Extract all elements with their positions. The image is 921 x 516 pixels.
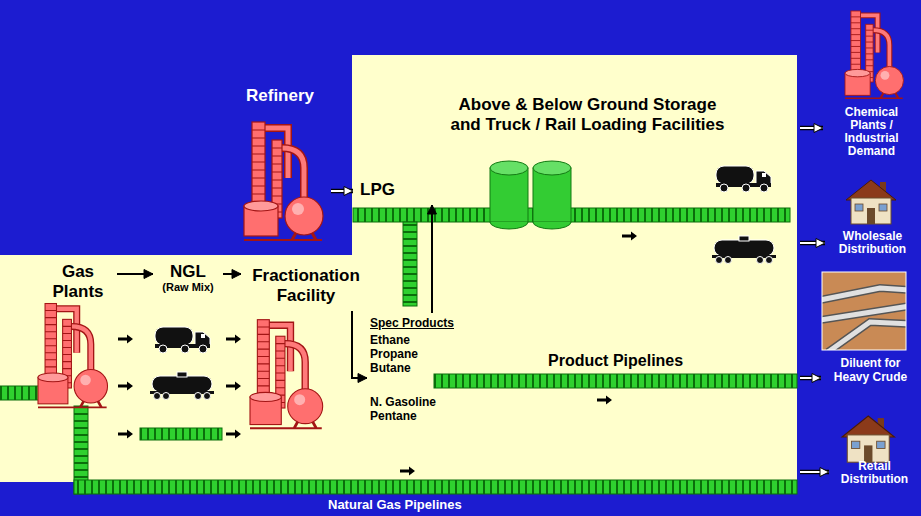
- flow-arrow: [117, 270, 153, 279]
- ngl-node: NGL(Raw Mix): [156, 262, 220, 300]
- node-label: Diluent for Heavy Crude: [824, 356, 917, 384]
- house-icon: [842, 416, 895, 462]
- flow-arrow: [352, 311, 367, 383]
- arrow-head: [820, 468, 829, 477]
- lpg-node: LPG: [356, 180, 440, 202]
- node-label: Chemical Plants / Industrial Demand: [826, 106, 917, 158]
- destination-node: Chemical Plants / Industrial Demand: [826, 106, 917, 160]
- destination-node: Retail Distribution: [832, 460, 917, 488]
- node-label: NGL: [156, 262, 220, 281]
- storage-tank: [490, 161, 528, 229]
- flow-arrow: [800, 124, 823, 133]
- flow-arrow: [800, 374, 821, 383]
- process-area: [0, 55, 797, 482]
- node-label: LPG: [360, 180, 440, 200]
- refinery-icon: [244, 122, 323, 240]
- chemical-plant-icon: [845, 11, 903, 98]
- flow-arrow-icon: [118, 382, 133, 391]
- flow-arrow: [800, 468, 829, 477]
- refinery-node: Refinery: [232, 86, 328, 250]
- flow-arrow: [331, 187, 353, 196]
- pipeline-node: Product Pipelines: [484, 352, 797, 392]
- arrow-head: [232, 270, 241, 279]
- flow-arrow-icon: [118, 430, 133, 439]
- arrow-head: [812, 374, 821, 383]
- arrow-head: [816, 239, 825, 248]
- flow-arrow-icon: [118, 335, 133, 344]
- truck-icon: [716, 166, 771, 192]
- arrow-head: [428, 205, 437, 214]
- house-icon: [846, 180, 896, 224]
- pipeline-node: Natural Gas Pipelines: [70, 468, 797, 514]
- node-label: Natural Gas Pipelines: [328, 497, 797, 512]
- spec-products-node: Spec ProductsEthane Propane Butane N. Gas…: [370, 316, 470, 436]
- rail-car-icon: [150, 372, 214, 400]
- arrow-head: [144, 270, 153, 279]
- product-pipe: [434, 374, 797, 388]
- pipeline-photo: [820, 272, 910, 352]
- flow-arrow-icon: [622, 232, 637, 241]
- node-label: Fractionation Facility: [244, 266, 368, 306]
- node-label: Refinery: [232, 86, 328, 106]
- arrow-head: [814, 124, 823, 133]
- fractionation-icon: [250, 320, 323, 429]
- arrow-shaft: [352, 311, 367, 378]
- fractionation-node: Fractionation Facility: [244, 266, 368, 308]
- flow-arrow: [223, 270, 241, 279]
- node-detail: N. Gasoline Pentane: [370, 395, 450, 423]
- node-label: Gas Plants: [42, 262, 114, 302]
- flow-arrow: [428, 205, 437, 313]
- flow-arrow-icon: [226, 430, 241, 439]
- inlet-pipe: [0, 386, 42, 400]
- gas-plant-icon: [38, 304, 108, 408]
- flow-arrow: [800, 239, 825, 248]
- ngl-pipe: [140, 428, 222, 440]
- arrow-head: [358, 374, 367, 383]
- arrow-shaft: [431, 205, 433, 313]
- node-detail: (Raw Mix): [156, 281, 220, 294]
- node-label: Above & Below Ground Storage and Truck /…: [445, 95, 730, 135]
- flow-arrow-icon: [226, 382, 241, 391]
- natural-gas-pipe: [74, 480, 797, 494]
- gas-plant-node: Gas Plants: [42, 262, 114, 412]
- node-label: Wholesale Distribution: [828, 230, 917, 256]
- storage-node: Above & Below Ground Storage and Truck /…: [445, 95, 797, 255]
- lpg-riser-pipe: [403, 222, 417, 306]
- flow-arrow-icon: [400, 467, 415, 476]
- destination-node: Wholesale Distribution: [828, 230, 917, 258]
- node-detail: Ethane Propane Butane: [370, 333, 430, 375]
- node-label: Spec Products: [370, 316, 470, 330]
- flow-arrow-icon: [597, 396, 612, 405]
- node-label: Product Pipelines: [548, 352, 797, 370]
- destination-node: Diluent for Heavy Crude: [824, 356, 917, 386]
- rail-car-icon: [712, 236, 776, 264]
- node-label: Retail Distribution: [832, 460, 917, 486]
- flow-arrow-icon: [226, 335, 241, 344]
- storage-tank: [533, 161, 571, 229]
- arrow-head: [344, 187, 353, 196]
- truck-icon: [155, 327, 210, 353]
